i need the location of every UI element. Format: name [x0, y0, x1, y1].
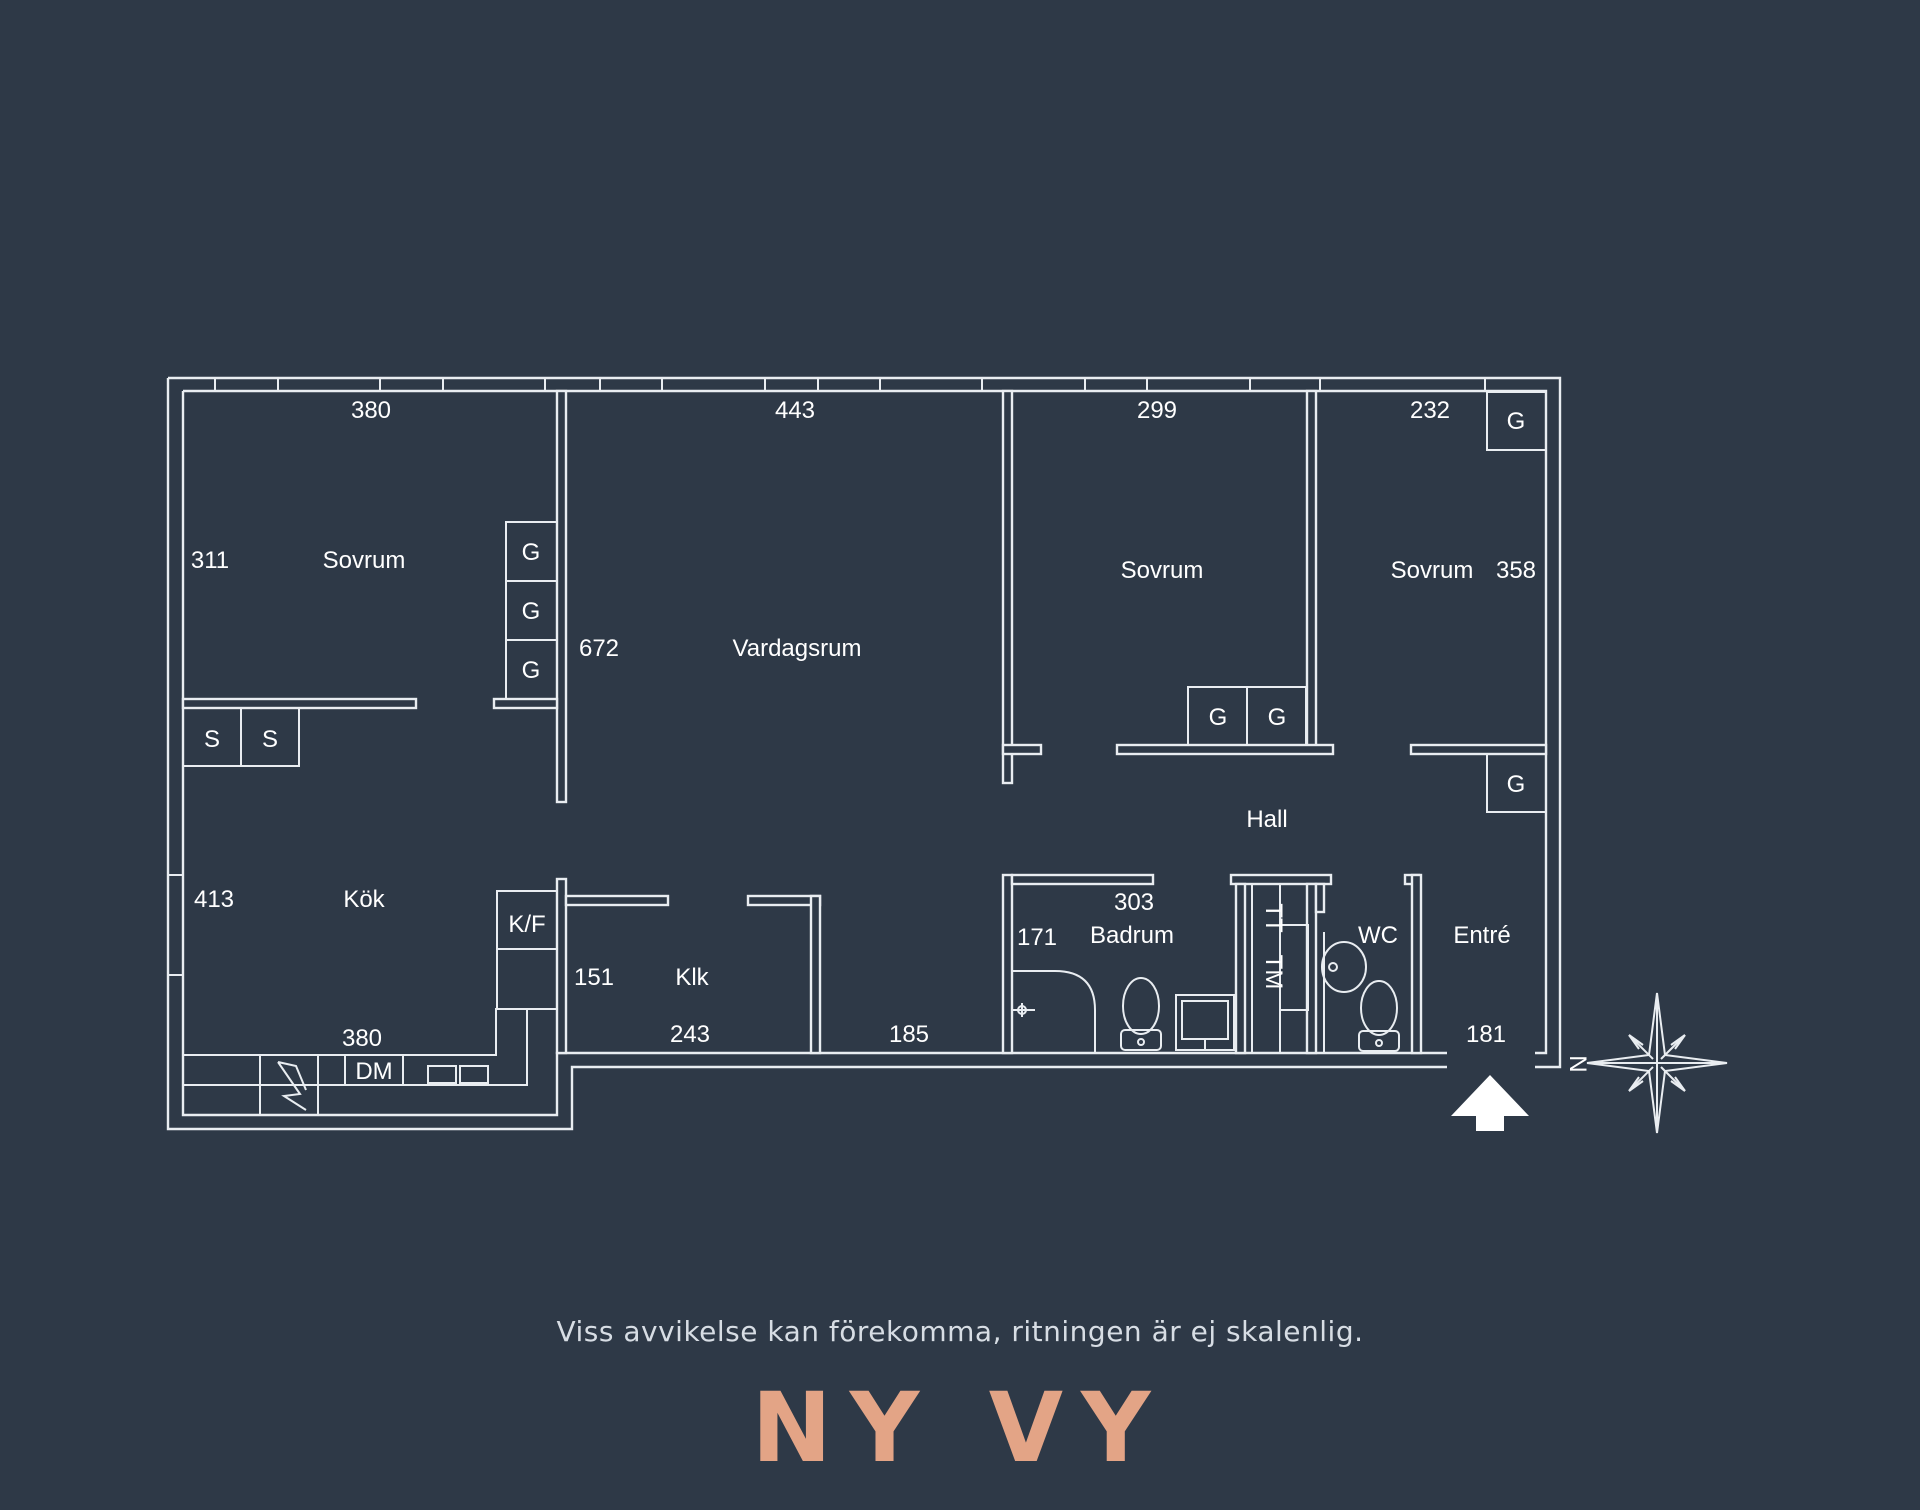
dim-bathroom-depth: 171	[1017, 924, 1057, 951]
brand-logo: NY VY	[751, 1372, 1169, 1484]
fridge-freezer-label: K/F	[508, 911, 545, 938]
dim-living-depth: 672	[579, 635, 619, 662]
room-label-hall: Hall	[1246, 806, 1287, 833]
dim-kitchen-width: 380	[342, 1025, 382, 1052]
dim-bedroom-1-depth: 311	[191, 547, 229, 574]
disclaimer-text: Viss avvikelse kan förekomma, ritningen …	[556, 1315, 1364, 1348]
dryer-label: TT	[1260, 903, 1287, 933]
room-label-bedroom-1: Sovrum	[323, 547, 406, 574]
room-label-bedroom-3: Sovrum	[1391, 557, 1474, 584]
wardrobe-label: G	[522, 539, 541, 566]
room-label-entrance: Entré	[1453, 922, 1510, 949]
dim-bedroom-2-width: 299	[1137, 397, 1177, 424]
washer-label: TM	[1260, 955, 1287, 990]
wardrobe-label: G	[522, 598, 541, 625]
room-label-walk-in-closet: Klk	[675, 964, 709, 991]
dim-entrance-width: 181	[1466, 1021, 1506, 1048]
compass-icon	[1586, 992, 1728, 1134]
dimension-labels: 380 311 443 672 299 232 358 413 380 151 …	[191, 397, 1536, 1052]
storage-label: S	[262, 726, 278, 753]
dim-bathroom-width: 303	[1114, 889, 1154, 916]
dim-closet-width: 243	[670, 1021, 710, 1048]
dim-closet-depth: 151	[574, 964, 614, 991]
exterior-walls	[166, 376, 1562, 1131]
storage-label: S	[204, 726, 220, 753]
fixture-labels: G G G G G G G S S K/F DM TT TM	[204, 408, 1525, 1085]
room-label-kitchen: Kök	[343, 886, 385, 913]
room-label-wc: WC	[1358, 922, 1398, 949]
dim-bedroom-1-width: 380	[351, 397, 391, 424]
wardrobes	[505, 391, 1547, 813]
entrance-arrow-icon	[1451, 1075, 1529, 1131]
dim-kitchen-depth: 413	[194, 886, 234, 913]
wardrobe-label: G	[1268, 704, 1287, 731]
dim-bedroom-3-width: 232	[1410, 397, 1450, 424]
wardrobe-label: G	[1507, 408, 1526, 435]
dim-bedroom-3-depth: 358	[1496, 557, 1536, 584]
wardrobe-label: G	[522, 657, 541, 684]
dim-living-width: 443	[775, 397, 815, 424]
dim-passage-width: 185	[889, 1021, 929, 1048]
room-label-living-room: Vardagsrum	[733, 635, 862, 662]
room-labels: Sovrum Vardagsrum Sovrum Sovrum Hall Kök…	[323, 547, 1511, 991]
bathroom-fixtures	[1012, 883, 1400, 1054]
wardrobe-label: G	[1209, 704, 1228, 731]
room-label-bathroom: Badrum	[1090, 922, 1174, 949]
room-label-bedroom-2: Sovrum	[1121, 557, 1204, 584]
kitchen-fixtures	[182, 707, 558, 1116]
wardrobe-label: G	[1507, 771, 1526, 798]
compass-north-label: N	[1565, 1055, 1592, 1072]
interior-walls	[181, 389, 1548, 1055]
dishwasher-label: DM	[355, 1058, 392, 1085]
